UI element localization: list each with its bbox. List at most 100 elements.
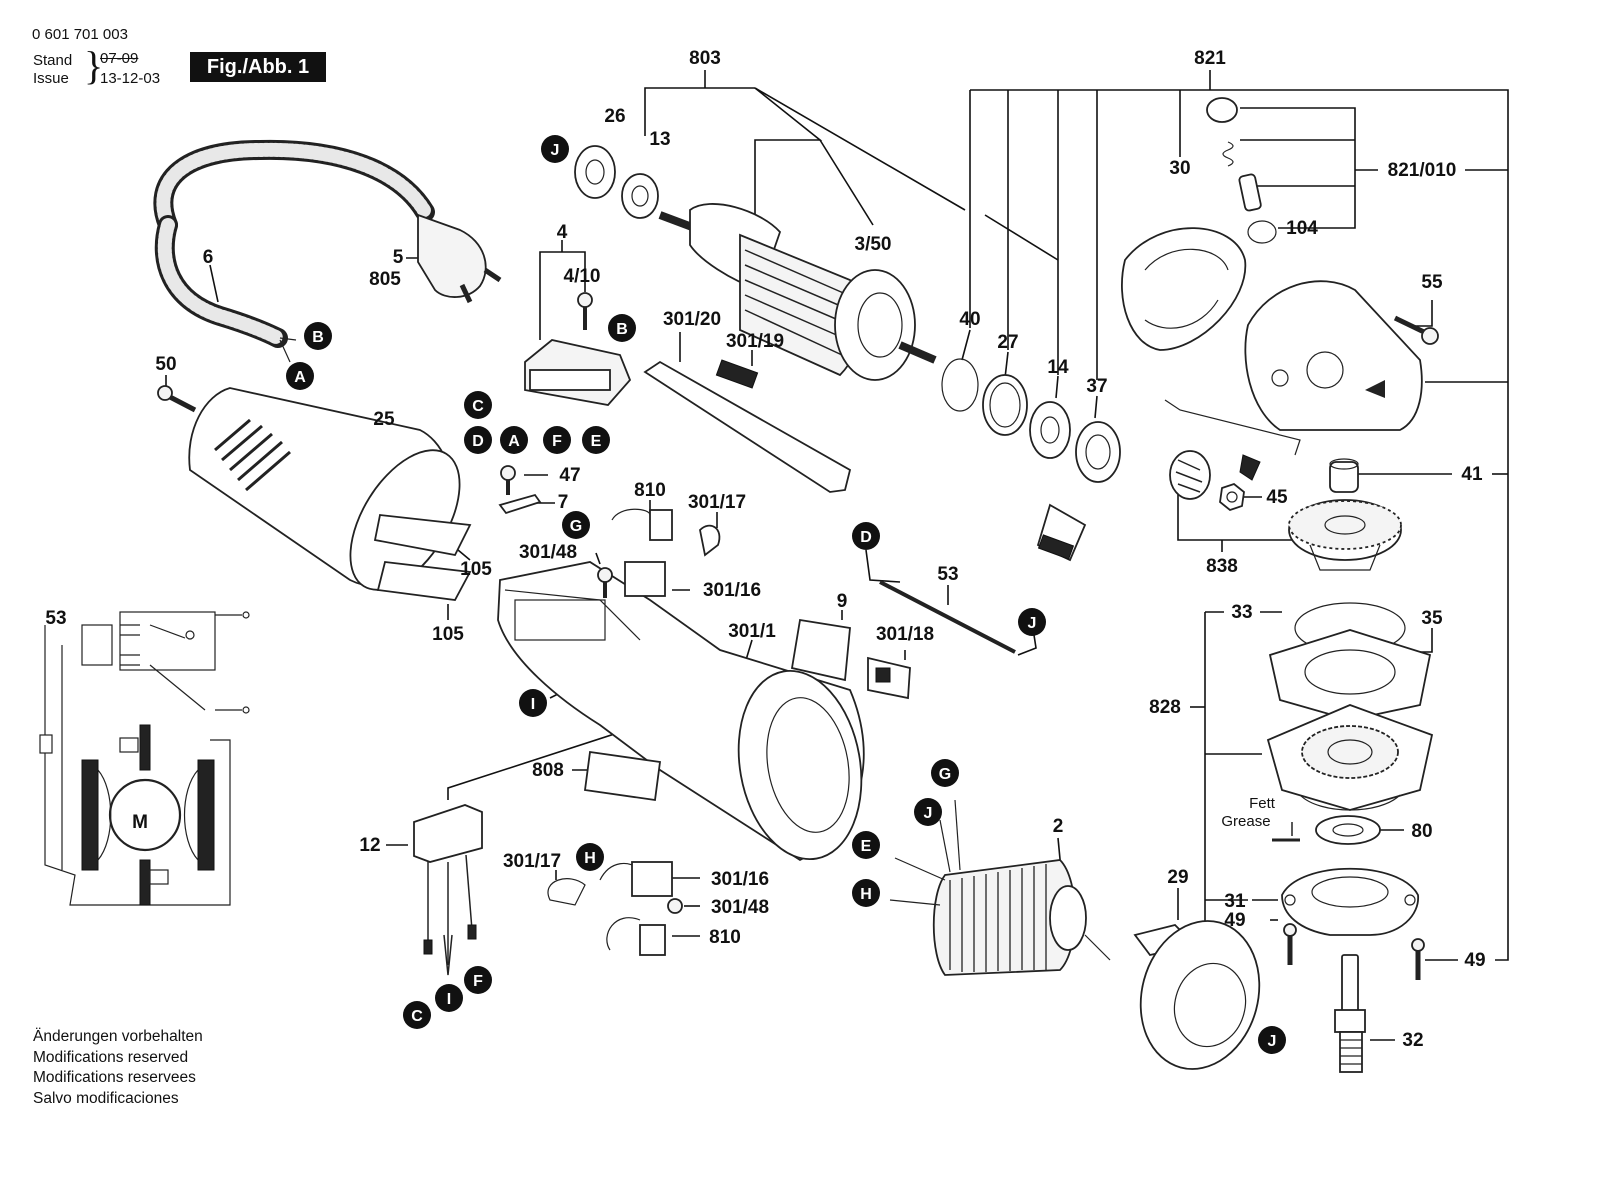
grease-arrow: [1272, 822, 1300, 842]
field-coil-2: [889, 799, 1111, 976]
grease-label-en: Grease: [1221, 813, 1270, 830]
part-label-301-16-lower: 301/16: [711, 869, 769, 890]
svg-text:G: G: [939, 766, 951, 783]
spindle-lock-pin: [1238, 173, 1262, 212]
part-label-40: 40: [959, 309, 980, 330]
svg-text:I: I: [531, 696, 535, 713]
clamp-plate-31: [1281, 867, 1419, 936]
part-label-805: 805: [369, 269, 401, 290]
part-label-33: 33: [1231, 602, 1252, 623]
issue-date: 13-12-03: [100, 70, 161, 87]
svg-text:I: I: [447, 991, 451, 1008]
pinion-gear: [1164, 399, 1301, 500]
marker-i-housing: I: [519, 689, 547, 717]
bearing-13: [621, 173, 659, 219]
nut-45: [1219, 482, 1245, 512]
crown-gear: [1288, 499, 1402, 571]
marker-j-bearing: J: [541, 135, 569, 163]
o-ring-104: [1247, 220, 1277, 244]
screw-49-left: [1283, 923, 1297, 965]
screw-47: [500, 465, 516, 495]
marker-b-cord: B: [304, 322, 332, 350]
part-label-35: 35: [1421, 608, 1443, 629]
nameplate-105: [373, 514, 472, 601]
part-label-301-1: 301/1: [728, 621, 776, 642]
marker-d-switch: D: [464, 426, 492, 454]
part-label-5: 5: [393, 247, 404, 268]
part-label-3-50: 3/50: [855, 234, 892, 255]
part-label-105-lower: 105: [432, 624, 464, 645]
part-label-803: 803: [689, 48, 721, 69]
part-label-80: 80: [1411, 821, 1432, 842]
stand-date: 07-09: [100, 50, 139, 67]
note-es: Salvo modificaciones: [33, 1089, 179, 1107]
mains-plug: [417, 213, 502, 304]
part-label-53-schematic: 53: [45, 608, 66, 629]
washer-80: [1315, 815, 1381, 845]
marker-j-coil: J: [914, 798, 942, 826]
part-label-301-17-upper: 301/17: [688, 492, 746, 513]
svg-text:F: F: [473, 973, 483, 990]
document-number: 0 601 701 003: [32, 26, 128, 43]
marker-g-coil: G: [931, 759, 959, 787]
svg-text:A: A: [294, 369, 306, 386]
motor-symbol-label: M: [132, 812, 148, 833]
svg-text:C: C: [472, 398, 484, 415]
part-label-6: 6: [203, 247, 214, 268]
bearing-plate-35: [1268, 629, 1432, 721]
part-label-55: 55: [1421, 272, 1443, 293]
part-label-45: 45: [1266, 487, 1288, 508]
marker-c-switch: C: [464, 391, 492, 419]
svg-text:E: E: [861, 838, 872, 855]
brush-holder-lower: [547, 861, 683, 956]
armature: [658, 203, 937, 381]
marker-d-wire: D: [852, 522, 880, 550]
marker-h-brush: H: [576, 843, 604, 871]
part-label-49-left: 49: [1224, 910, 1245, 931]
part-label-301-18: 301/18: [876, 624, 934, 645]
svg-text:D: D: [472, 433, 484, 450]
part-label-12: 12: [359, 835, 380, 856]
issue-label: Issue: [33, 70, 69, 87]
marker-c-suppressor: C: [403, 1001, 431, 1029]
svg-text:G: G: [570, 518, 582, 535]
part-label-14: 14: [1047, 357, 1069, 378]
marker-e-switch: E: [582, 426, 610, 454]
part-label-7: 7: [558, 492, 569, 513]
marker-f-switch: F: [543, 426, 571, 454]
part-label-9: 9: [837, 591, 848, 612]
svg-text:D: D: [860, 529, 872, 546]
part-label-301-19: 301/19: [726, 331, 784, 352]
screw-50: [157, 385, 197, 413]
spindle-lock-knob: [1206, 97, 1238, 123]
connection-wire-53: [879, 580, 1016, 654]
protection-guard: [1133, 920, 1261, 1070]
circlip-40: [941, 358, 979, 412]
part-label-50: 50: [155, 354, 176, 375]
part-label-31: 31: [1224, 891, 1246, 912]
part-label-41: 41: [1461, 464, 1483, 485]
switch-assembly: [524, 292, 632, 406]
part-label-13: 13: [649, 129, 670, 150]
marker-g-upper: G: [562, 511, 590, 539]
marker-b-switch: B: [608, 314, 636, 342]
slide-switch-bar: [643, 359, 852, 493]
part-label-4-10: 4/10: [564, 266, 601, 287]
svg-text:B: B: [312, 329, 324, 346]
ring-27: [982, 374, 1028, 436]
connection-markers: J B A B C D A F E G D J I G J E H H F I …: [286, 135, 1286, 1054]
modification-notes: Änderungen vorbehalten Modifications res…: [33, 1027, 203, 1109]
marker-f-suppressor: F: [464, 966, 492, 994]
suppressor-12: [413, 804, 483, 976]
part-label-49-right: 49: [1464, 950, 1485, 971]
part-label-821-010: 821/010: [1388, 160, 1457, 181]
screw-49-right: [1411, 938, 1425, 980]
marker-a-cord: A: [286, 362, 314, 390]
part-label-301-17-lower: 301/17: [503, 851, 561, 872]
svg-text:J: J: [551, 142, 560, 159]
note-en: Modifications reserved: [33, 1048, 189, 1066]
svg-text:C: C: [411, 1008, 423, 1025]
svg-text:A: A: [508, 433, 520, 450]
part-label-828: 828: [1149, 697, 1181, 718]
